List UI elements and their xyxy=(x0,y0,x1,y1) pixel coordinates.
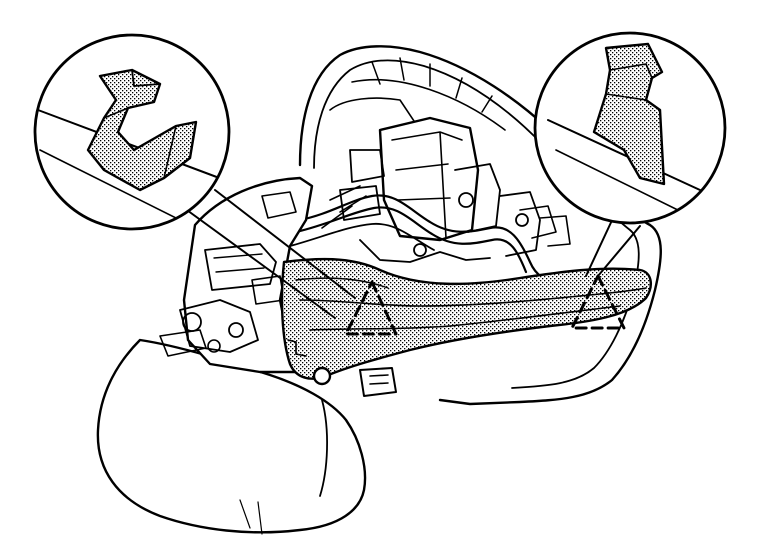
leader-line-right xyxy=(585,215,641,277)
clip-location-marker-left xyxy=(344,280,398,336)
lamp-mounting-pin xyxy=(312,366,332,386)
retaining-clip-detail-left xyxy=(86,68,198,192)
leader-line-left xyxy=(179,189,356,319)
callout-circle-left xyxy=(33,33,231,231)
clip-location-marker-right xyxy=(570,274,626,330)
mounting-base xyxy=(182,176,314,374)
housing-back-contour xyxy=(351,78,506,131)
lamp-connector xyxy=(359,367,397,397)
turn-signal-lamp xyxy=(280,257,652,380)
mirror-glass-face xyxy=(96,338,367,534)
